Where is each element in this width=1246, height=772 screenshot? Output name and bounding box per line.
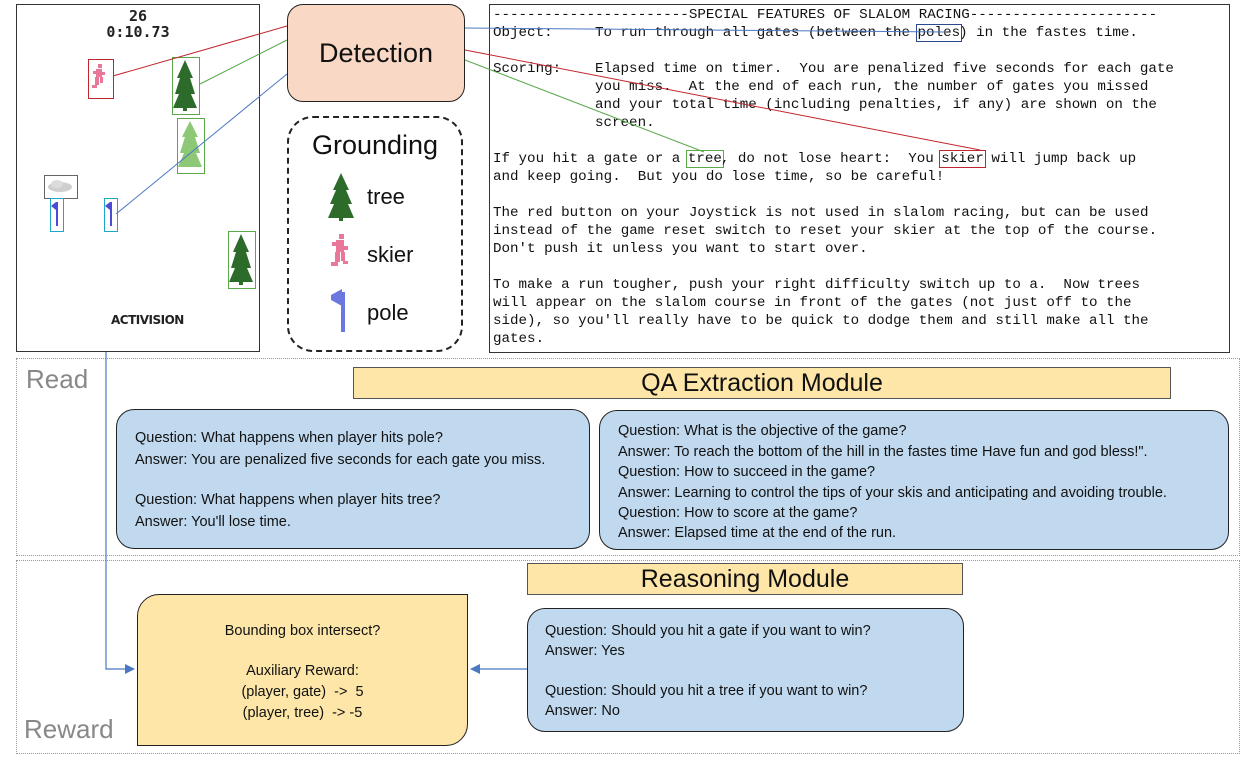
qa-answer: Answer: No	[545, 703, 620, 719]
mogul-detection-box	[44, 175, 78, 199]
grounding-item-skier	[327, 232, 353, 278]
game-manual-text: -----------------------SPECIAL FEATURES …	[489, 4, 1230, 353]
qa-question: Question: How to succeed in the game?	[618, 464, 876, 480]
qa-question: Question: How to score at the game?	[618, 505, 858, 521]
manual-scoring-line: and your total time (including penalties…	[595, 97, 1157, 113]
tree-detection-box	[172, 57, 200, 115]
manual-para4-line: side), so you'll really have to be quick…	[493, 313, 1149, 329]
pole-icon	[331, 289, 345, 332]
qa-answer: Answer: Elapsed time at the end of the r…	[618, 525, 897, 541]
tree-icon	[328, 173, 354, 221]
manual-highlight-tree: tree	[685, 150, 724, 168]
grounding-label-tree: tree	[367, 184, 405, 209]
qa-answer: Answer: Learning to control the tips of …	[618, 485, 1167, 501]
manual-highlight-skier: skier	[939, 150, 986, 168]
manual-para3-line: The red button on your Joystick is not u…	[493, 205, 1149, 221]
tree-icon	[173, 60, 197, 111]
qa-box-left: Question: What happens when player hits …	[116, 409, 590, 549]
qa-question: Question: What is the objective of the g…	[618, 423, 907, 439]
grounding-legend: Grounding tree skier pole	[287, 116, 463, 352]
connector-detect-skier-text	[464, 49, 981, 151]
manual-para3-line: instead of the game reset switch to rese…	[493, 223, 1158, 239]
game-screen: 26 0:10.73 ACTIVIS	[16, 4, 260, 352]
read-label: Read	[26, 364, 89, 394]
bbox-intersect-title: Bounding box intersect?	[224, 623, 381, 639]
detection-label: Detection	[318, 37, 434, 68]
activision-logo: ACTIVISION	[111, 313, 184, 327]
connector-detect-tree-text	[464, 59, 705, 153]
manual-header: -----------------------SPECIAL FEATURES …	[493, 7, 1158, 23]
game-timer: 0:10.73	[106, 23, 170, 41]
manual-para4-line: To make a run tougher, push your right d…	[493, 277, 1141, 293]
grounding-label-pole: pole	[367, 300, 409, 325]
tree-icon	[229, 234, 253, 285]
read-section	[16, 358, 1240, 556]
aux-reward-tree: (player, tree) -> -5	[242, 705, 363, 721]
manual-tree-line-2: and keep going. But you do lose time, so…	[493, 169, 945, 185]
reasoning-module: Reasoning Module	[527, 563, 963, 595]
aux-reward-gate: (player, gate) -> 5	[241, 684, 364, 700]
tree-detection-box	[177, 118, 205, 174]
arrow-game-to-reward	[105, 352, 135, 674]
reasoning-module-title: Reasoning Module	[640, 564, 850, 593]
reward-section	[16, 560, 1240, 754]
skier-icon	[92, 64, 105, 88]
grounding-item-tree	[327, 172, 355, 222]
mogul-icon	[48, 180, 72, 192]
qa-question: Question: What happens when player hits …	[135, 430, 443, 446]
skier-icon	[331, 234, 348, 266]
grounding-title: Grounding	[311, 130, 439, 160]
manual-para4-line: gates.	[493, 331, 545, 347]
pole-detection-box	[50, 198, 64, 232]
manual-highlight-poles: poles	[915, 24, 963, 42]
qa-extraction-module: QA Extraction Module	[353, 367, 1171, 399]
pole-detection-box	[104, 198, 118, 232]
grounding-item-pole	[327, 286, 353, 336]
tree-detection-box	[228, 231, 256, 289]
pole-icon	[51, 202, 58, 226]
qa-box-right: Question: What is the objective of the g…	[599, 410, 1229, 550]
qa-question: Question: What happens when player hits …	[135, 492, 441, 508]
skier-detection-box	[88, 59, 114, 99]
qa-answer: Answer: Yes	[545, 643, 625, 659]
qa-extraction-title: QA Extraction Module	[641, 368, 883, 397]
reward-label: Reward	[24, 714, 114, 744]
qa-answer: Answer: To reach the bottom of the hill …	[618, 444, 1148, 460]
manual-tree-line: If you hit a gate or a tree, do not lose…	[493, 150, 1137, 168]
manual-para4-line: will appear on the slalom course in fron…	[493, 295, 1132, 311]
aux-reward-label: Auxiliary Reward:	[246, 663, 359, 679]
auxiliary-reward-box: Bounding box intersect? Auxiliary Reward…	[137, 594, 468, 746]
game-score: 26	[128, 7, 148, 25]
detection-node: Detection	[287, 4, 465, 102]
qa-question: Question: Should you hit a gate if you w…	[545, 623, 871, 639]
manual-para3-line: Don't push it unless you want to start o…	[493, 241, 868, 257]
connector-detect-tree	[199, 39, 288, 85]
pole-icon	[105, 202, 112, 226]
qa-answer: Answer: You'll lose time.	[135, 514, 291, 530]
manual-scoring-line: Elapsed time on timer. You are penalized…	[595, 61, 1174, 77]
qa-answer: Answer: You are penalized five seconds f…	[135, 452, 546, 468]
connector-detect-skier	[112, 25, 288, 77]
manual-scoring-line: you miss. At the end of each run, the nu…	[595, 79, 1149, 95]
grounding-label-skier: skier	[367, 242, 414, 267]
connector-detect-poles-text	[464, 27, 947, 33]
tree-icon	[178, 121, 202, 167]
qa-question: Question: Should you hit a tree if you w…	[545, 683, 868, 699]
reasoning-qa-box: Question: Should you hit a gate if you w…	[527, 608, 964, 732]
connector-detect-pole	[115, 73, 288, 215]
